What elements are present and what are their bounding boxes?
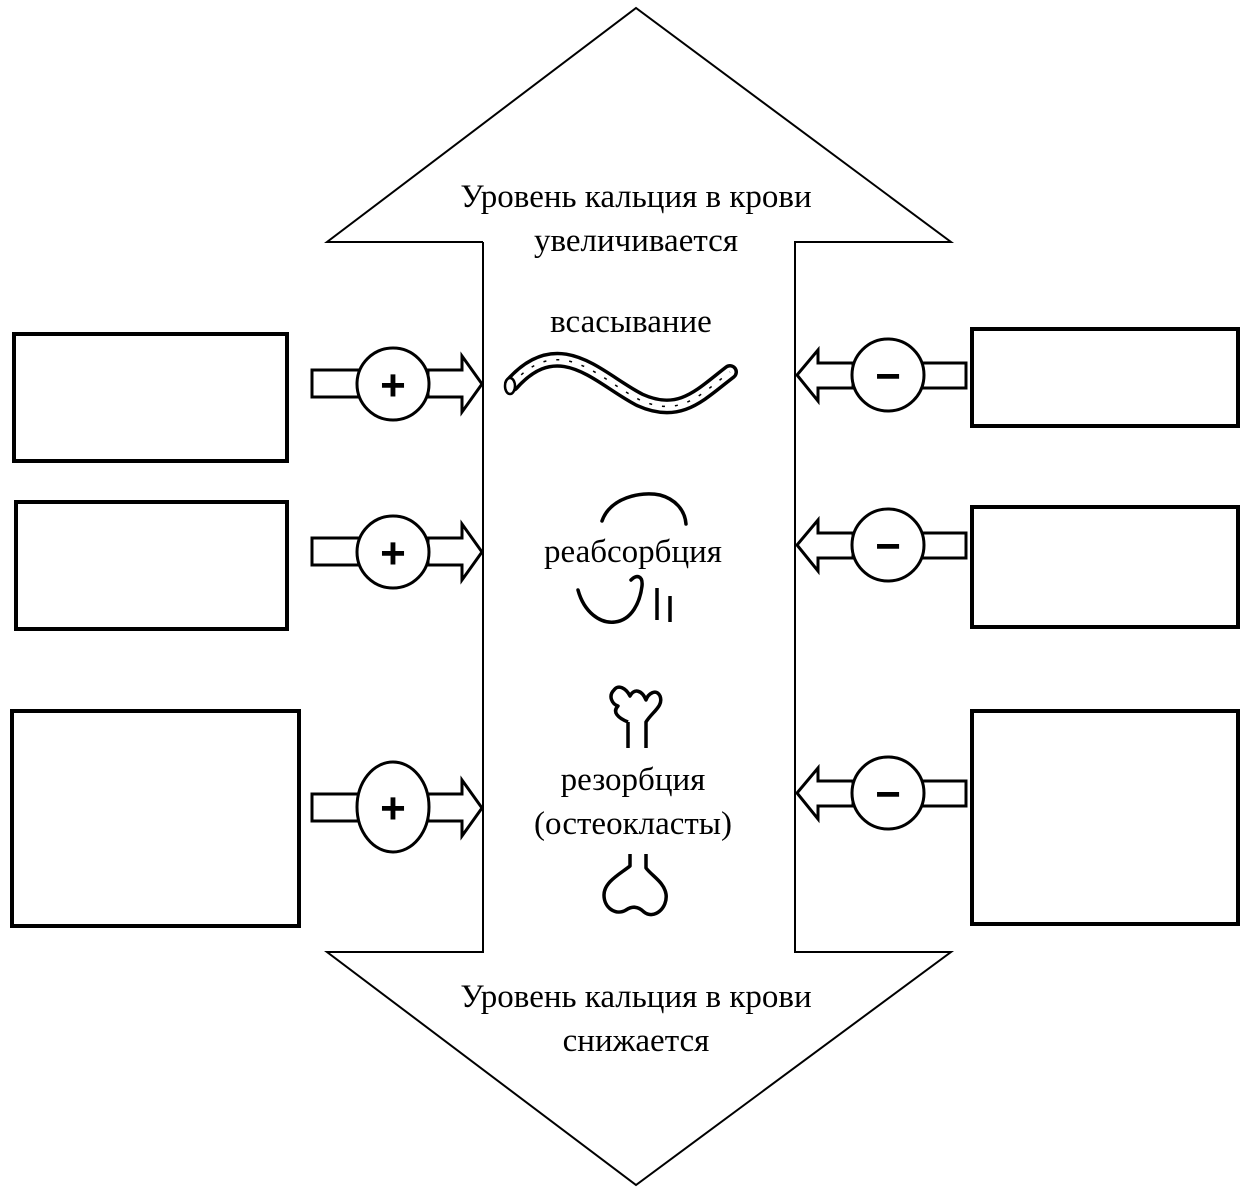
bottom-label-line2: снижается <box>563 1023 710 1059</box>
left-arrow-3 <box>310 760 484 854</box>
right-arrow-2 <box>795 507 968 583</box>
left-arrow-1 <box>310 346 484 422</box>
right-box-2 <box>970 505 1240 629</box>
top-label-line1: Уровень кальция в крови <box>460 179 811 215</box>
left-arrow-2 <box>310 514 484 590</box>
process-reabsorption-label: реабсорбция <box>544 534 722 570</box>
bone-icon <box>602 685 668 917</box>
right-arrow-3 <box>795 755 968 831</box>
process-resorption-label-line2: (остеокласты) <box>534 806 732 842</box>
plus-sign-3: + <box>380 784 406 833</box>
intestine-icon <box>503 351 738 415</box>
process-absorption-label: всасывание <box>550 304 712 340</box>
top-label-line2: увеличивается <box>534 223 738 259</box>
left-box-2 <box>14 500 289 631</box>
kidney-icon <box>576 492 688 624</box>
right-box-1 <box>970 327 1240 428</box>
right-arrow-1 <box>795 337 968 413</box>
double-arrow-outline <box>324 6 955 1187</box>
plus-sign-2: + <box>380 529 406 578</box>
minus-sign-3: − <box>875 770 901 819</box>
minus-sign-2: − <box>875 522 901 571</box>
left-box-3 <box>10 709 301 928</box>
bottom-label-line1: Уровень кальция в крови <box>460 979 811 1015</box>
left-box-1 <box>12 332 289 463</box>
minus-sign-1: − <box>875 352 901 401</box>
plus-sign-1: + <box>380 361 406 410</box>
right-box-3 <box>970 709 1240 926</box>
process-resorption-label-line1: резорбция <box>561 762 706 798</box>
